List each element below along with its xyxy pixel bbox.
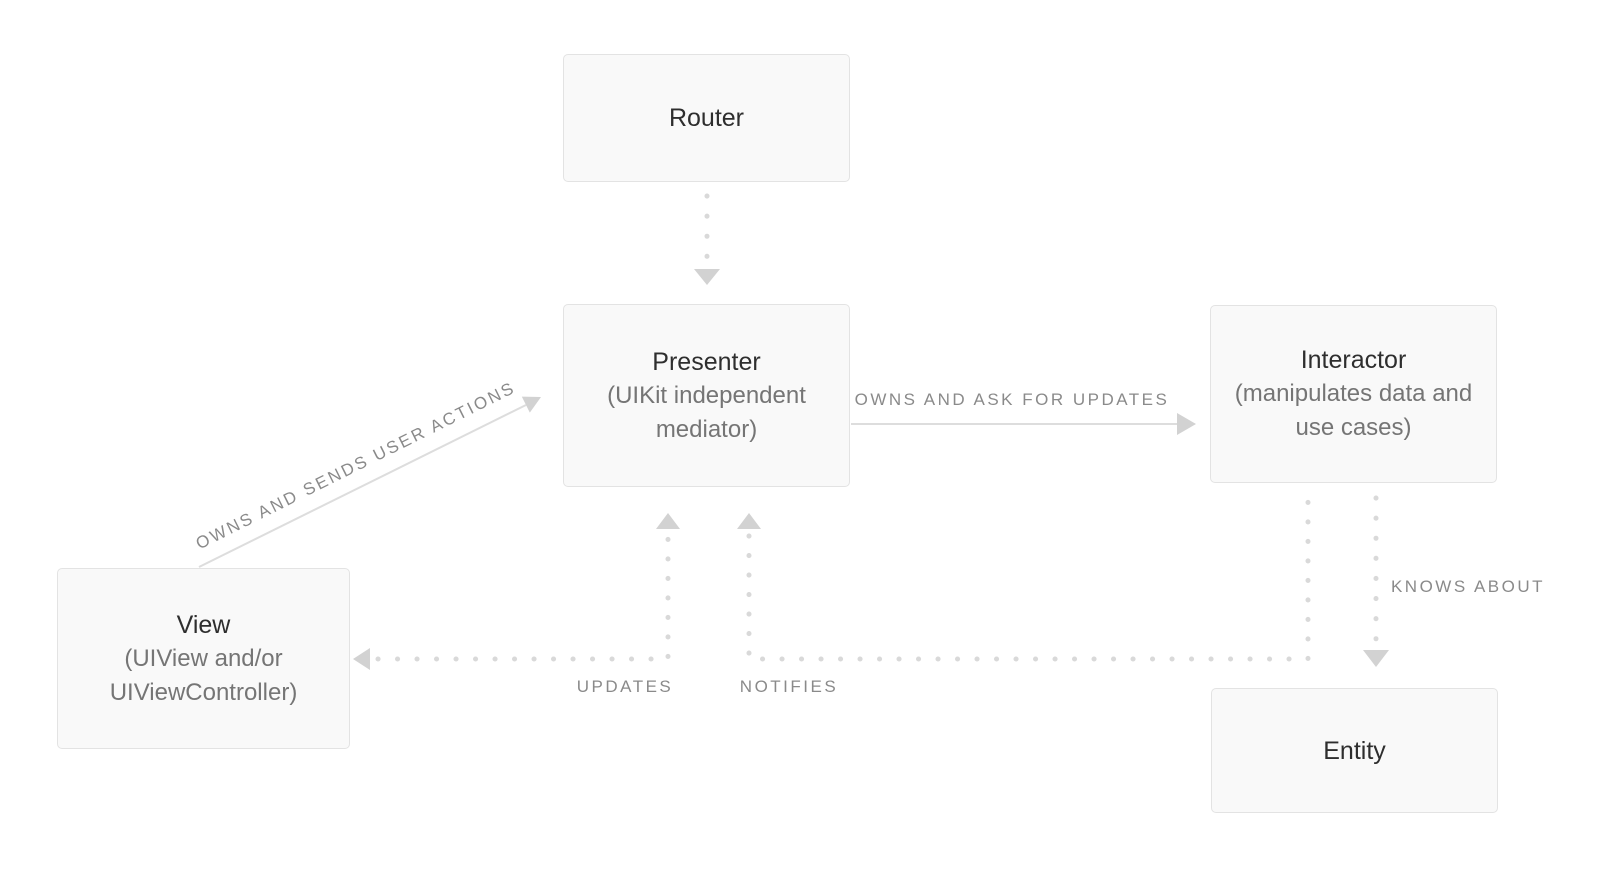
edge-label-updates: UPDATES bbox=[576, 677, 674, 696]
arrow-up-icon bbox=[656, 513, 680, 529]
edge-label-notifies: NOTIFIES bbox=[739, 677, 839, 696]
arrow-right-icon bbox=[1177, 413, 1196, 435]
node-interactor-title: Interactor bbox=[1300, 346, 1407, 374]
node-entity-title: Entity bbox=[1323, 736, 1386, 765]
arrow-left-icon bbox=[353, 648, 370, 670]
notifies-dotted-path bbox=[746, 495, 1311, 662]
node-presenter-subtitle: (UIKit independent mediator) bbox=[607, 381, 806, 443]
node-presenter-title: Presenter bbox=[652, 347, 761, 376]
edge-label-owns-and-ask-for-updates: OWNS AND ASK FOR UPDATES bbox=[854, 390, 1170, 409]
view-presenter-solid-line bbox=[198, 404, 527, 568]
node-interactor: Interactor (manipulates data and use cas… bbox=[1210, 305, 1497, 483]
arrow-up-right-icon bbox=[521, 396, 541, 413]
node-view: View (UIView and/or UIViewController) bbox=[57, 568, 350, 749]
node-interactor-subtitle: (manipulates data and use cases) bbox=[1234, 380, 1473, 441]
node-view-title: View bbox=[176, 610, 231, 639]
node-presenter: Presenter (UIKit independent mediator) bbox=[563, 304, 850, 487]
arrow-up-icon bbox=[737, 513, 761, 529]
node-router: Router bbox=[563, 54, 850, 182]
updates-dotted-path bbox=[375, 533, 671, 662]
arrow-down-icon bbox=[694, 269, 720, 285]
node-entity: Entity bbox=[1211, 688, 1498, 813]
arrow-down-icon bbox=[1363, 650, 1389, 667]
node-view-subtitle: (UIView and/or UIViewController) bbox=[109, 644, 298, 706]
edge-label-knows-about: KNOWS ABOUT bbox=[1390, 577, 1546, 596]
node-router-title: Router bbox=[668, 104, 745, 132]
